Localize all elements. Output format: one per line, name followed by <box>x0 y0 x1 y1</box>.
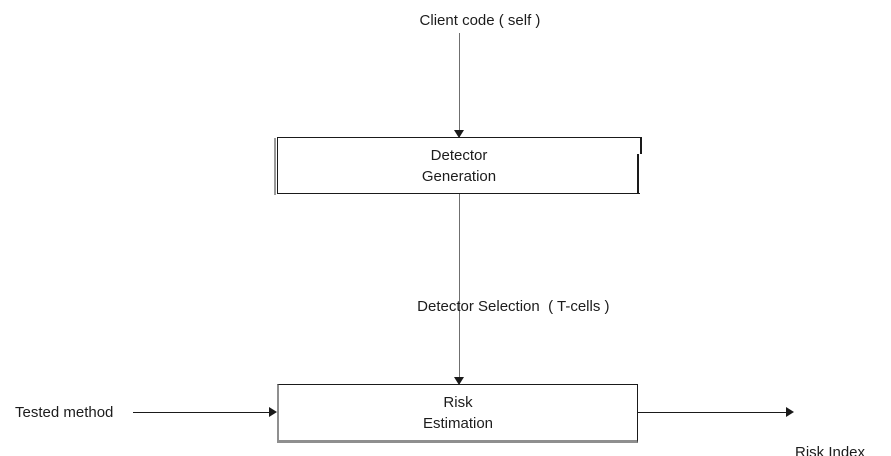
connector-tested-method-to-risk-estimation <box>133 412 275 414</box>
connector-detector-generation-to-risk-estimation <box>459 194 461 384</box>
input-label-client-code: Client code ( self ) <box>419 12 541 29</box>
output-label-risk-index: Risk Index ( non-self ) <box>795 403 891 456</box>
node-detector-generation-line2: Generation <box>421 167 497 185</box>
node-risk-estimation[interactable]: Risk Estimation <box>277 384 638 443</box>
input-label-tested-method: Tested method <box>15 404 114 421</box>
connector-risk-estimation-to-risk-index <box>638 412 788 414</box>
edge-label-detector-selection-part3: ( T-cells ) <box>548 298 610 315</box>
edge-label-spacer <box>473 298 479 315</box>
edge-label-detector-selection-part2: Selection <box>478 298 540 315</box>
box-right-edge-lower <box>637 154 639 194</box>
arrowhead-into-risk-estimation-left <box>269 407 277 417</box>
arrowhead-into-risk-index <box>786 407 794 417</box>
edge-label-detector-selection-part1: Detector <box>417 298 474 315</box>
box-right-edge-upper <box>640 137 642 154</box>
arrowhead-into-risk-estimation <box>454 377 464 385</box>
output-label-risk-index-line1: Risk Index <box>795 444 866 456</box>
arrowhead-into-detector-generation <box>454 130 464 138</box>
node-risk-estimation-line1: Risk <box>443 393 473 411</box>
connector-client-code-to-detector-generation <box>459 33 461 137</box>
edge-label-detector-selection: Detector Selection ( T-cells ) <box>370 277 640 337</box>
node-detector-generation[interactable]: Detector Generation <box>274 137 642 195</box>
box-left-shadow-edge <box>274 138 277 195</box>
edge-label-spacer-2 <box>540 298 548 315</box>
node-detector-generation-line1: Detector <box>430 146 488 164</box>
node-risk-estimation-line2: Estimation <box>422 414 494 432</box>
